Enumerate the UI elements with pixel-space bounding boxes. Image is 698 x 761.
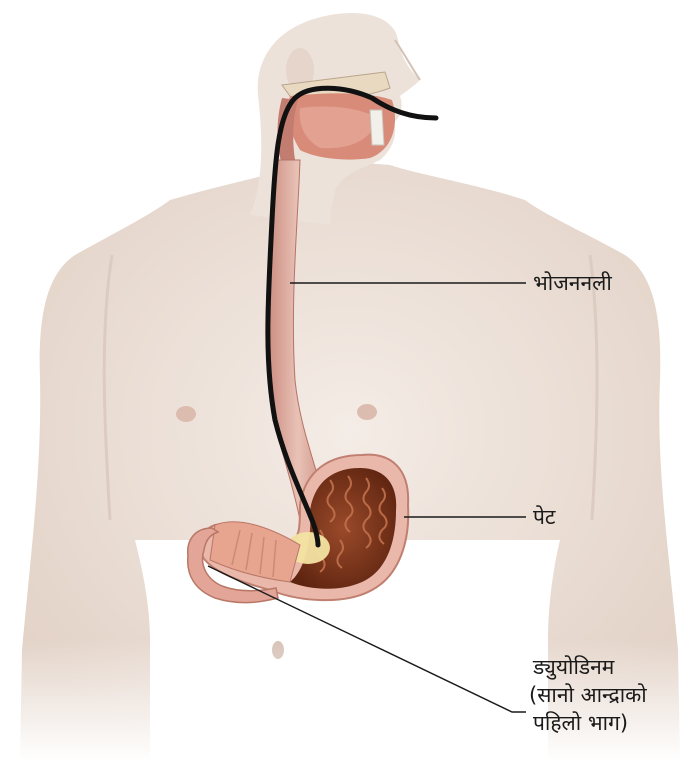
duodenum-label-line2: (सानो आन्द्राको — [529, 682, 647, 709]
duodenum-label-line1: ड्युयोडिनम — [533, 654, 614, 681]
stomach-label: पेट — [533, 504, 556, 531]
duodenum-label-line3: पहिलो भाग) — [533, 710, 628, 737]
esophagus-label: भोजननली — [533, 270, 612, 297]
